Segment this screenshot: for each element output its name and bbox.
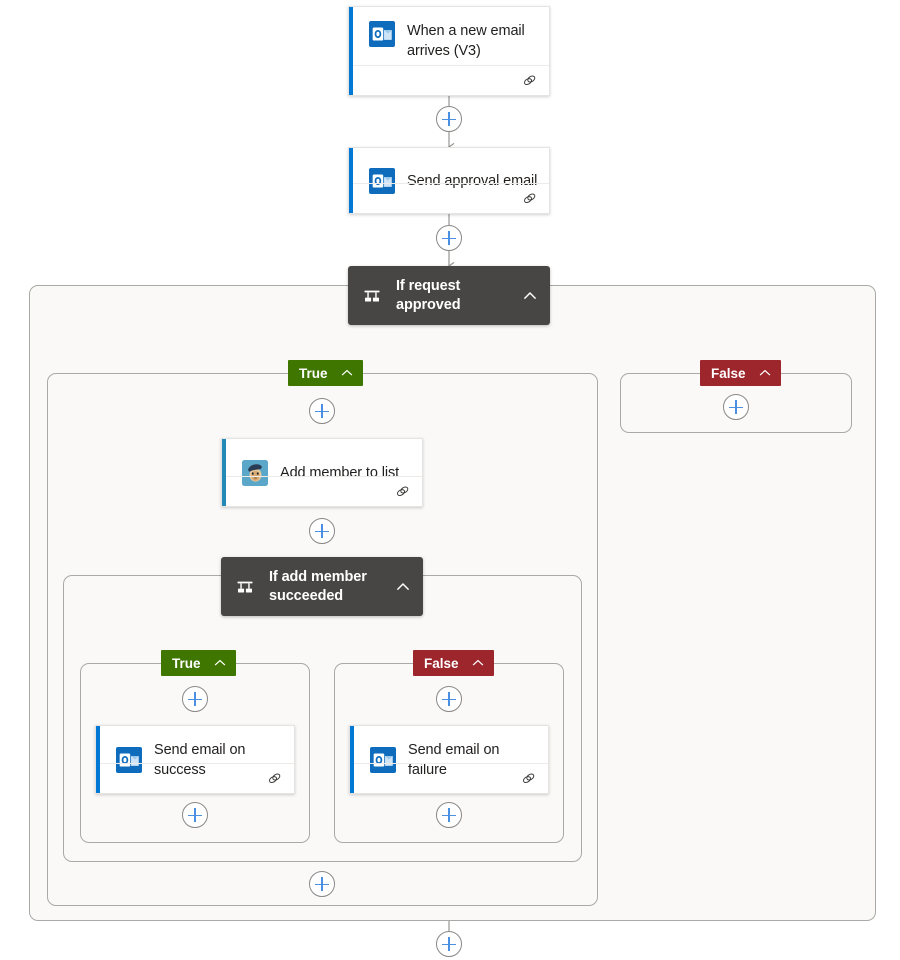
card-title: Send email on success [154,741,246,778]
action-card-send-email-on-success[interactable]: Send email on success [95,725,295,794]
card-accent-bar [349,7,353,95]
mailchimp-icon [242,459,268,486]
condition-title: If request approved [396,277,461,313]
card-footer [353,183,549,213]
action-card-send-email-on-failure[interactable]: Send email on failure [349,725,549,794]
add-step-button-true-branch-top[interactable] [309,398,335,424]
condition-icon [364,290,380,301]
condition-card-if-request-approved[interactable]: If request approved [348,266,550,325]
chain-link-icon[interactable] [522,191,537,206]
card-accent-bar [222,439,226,506]
chevron-up-icon[interactable] [758,366,772,380]
card-accent-bar [96,726,100,793]
inner-branch-badge-false[interactable]: False [413,650,494,676]
add-step-button-after-add-member[interactable] [309,518,335,544]
outlook-icon [369,21,395,47]
branch-label: True [299,365,328,381]
chain-link-icon[interactable] [267,771,282,786]
chain-link-icon[interactable] [522,73,537,88]
card-footer [100,763,294,793]
branch-badge-false[interactable]: False [700,360,781,386]
chevron-up-icon[interactable] [213,656,227,670]
card-footer [353,65,549,95]
action-card-trigger[interactable]: When a new email arrives (V3) [348,6,550,96]
outlook-icon [370,746,396,773]
add-step-button-inner-false-top[interactable] [436,686,462,712]
add-step-button-after-scope[interactable] [436,931,462,957]
add-step-button-after-trigger[interactable] [436,106,462,132]
branch-label: False [424,655,459,671]
add-step-button-inner-true-bottom[interactable] [182,802,208,828]
branch-label: True [172,655,201,671]
card-accent-bar [350,726,354,793]
add-step-button-inner-false-bottom[interactable] [436,802,462,828]
chain-link-icon[interactable] [521,771,536,786]
chevron-up-icon[interactable] [471,656,485,670]
condition-title: If add member succeeded [269,568,367,604]
condition-icon [237,581,253,592]
card-footer [354,763,548,793]
chevron-up-icon[interactable] [395,579,411,595]
chevron-up-icon[interactable] [522,288,538,304]
condition-card-if-add-member-succeeded[interactable]: If add member succeeded [221,557,423,616]
action-card-send-approval-email[interactable]: Send approval email [348,147,550,214]
branch-label: False [711,365,746,381]
card-accent-bar [349,148,353,213]
outlook-icon [116,746,142,773]
chevron-up-icon[interactable] [340,366,354,380]
card-footer [226,476,422,506]
add-step-button-inner-true-top[interactable] [182,686,208,712]
add-step-button-true-branch-bottom[interactable] [309,871,335,897]
card-title: When a new email arrives (V3) [407,23,525,59]
inner-branch-badge-true[interactable]: True [161,650,236,676]
card-title: Send email on failure [408,741,500,778]
branch-badge-true[interactable]: True [288,360,363,386]
add-step-button-after-send-approval[interactable] [436,225,462,251]
chain-link-icon[interactable] [395,484,410,499]
action-card-add-member-to-list[interactable]: Add member to list [221,438,423,507]
add-step-button-false-branch[interactable] [723,394,749,420]
card-title: Send approval email [407,172,538,189]
